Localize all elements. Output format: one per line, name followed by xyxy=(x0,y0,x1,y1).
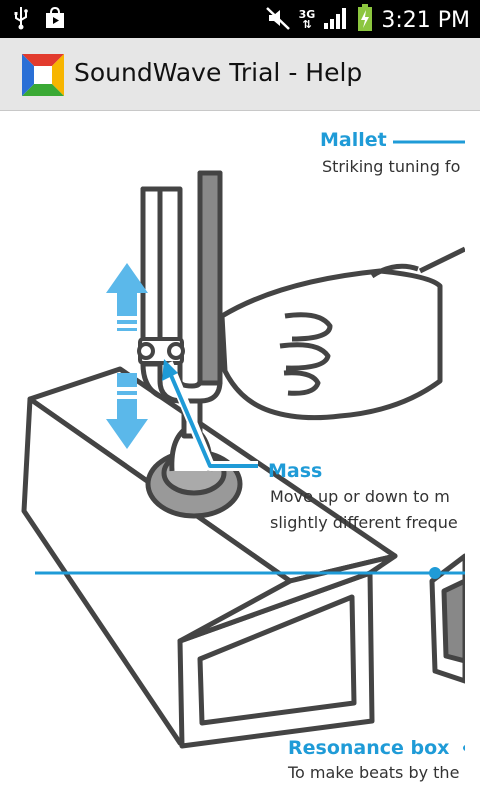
hand-drawing xyxy=(219,246,465,421)
mass-label: Mass xyxy=(268,460,323,482)
tuning-fork-illustration xyxy=(21,140,465,751)
network-3g-icon: 3G⇅ xyxy=(298,8,316,31)
help-content[interactable]: Mallet Striking tuning fo Mass Move up o… xyxy=(0,111,465,800)
mass-description-line2: slightly different freque xyxy=(270,513,458,532)
mute-icon xyxy=(265,5,291,35)
resonance-callout-dot xyxy=(463,745,465,751)
tuning-fork-drawing xyxy=(140,170,223,404)
resonance-box-label: Resonance box xyxy=(288,737,450,759)
mass-description-line1: Move up or down to m xyxy=(270,487,450,506)
mallet-label: Mallet xyxy=(320,129,387,151)
mass-callout-arrow xyxy=(162,359,258,471)
app-logo-icon[interactable] xyxy=(22,54,64,96)
battery-charging-icon xyxy=(357,4,373,36)
usb-icon xyxy=(12,6,30,34)
app-bar: SoundWave Trial - Help xyxy=(0,38,480,111)
mass-clamp-drawing xyxy=(137,337,185,365)
network-type-label: 3G xyxy=(298,8,316,21)
resonance-line xyxy=(35,567,465,579)
status-bar: 3G⇅ 3:21 PM xyxy=(0,0,480,38)
resonance-box-description: To make beats by the xyxy=(288,763,460,782)
right-edge xyxy=(465,111,480,800)
shopping-bag-icon xyxy=(44,6,66,34)
clock: 3:21 PM xyxy=(381,7,470,33)
mallet-description: Striking tuning fo xyxy=(322,157,461,176)
second-resonance-box-drawing xyxy=(429,553,465,684)
app-title: SoundWave Trial - Help xyxy=(74,58,363,87)
resonance-box-drawing xyxy=(21,366,398,749)
signal-icon xyxy=(323,6,349,34)
up-down-arrows-icon xyxy=(106,263,148,449)
